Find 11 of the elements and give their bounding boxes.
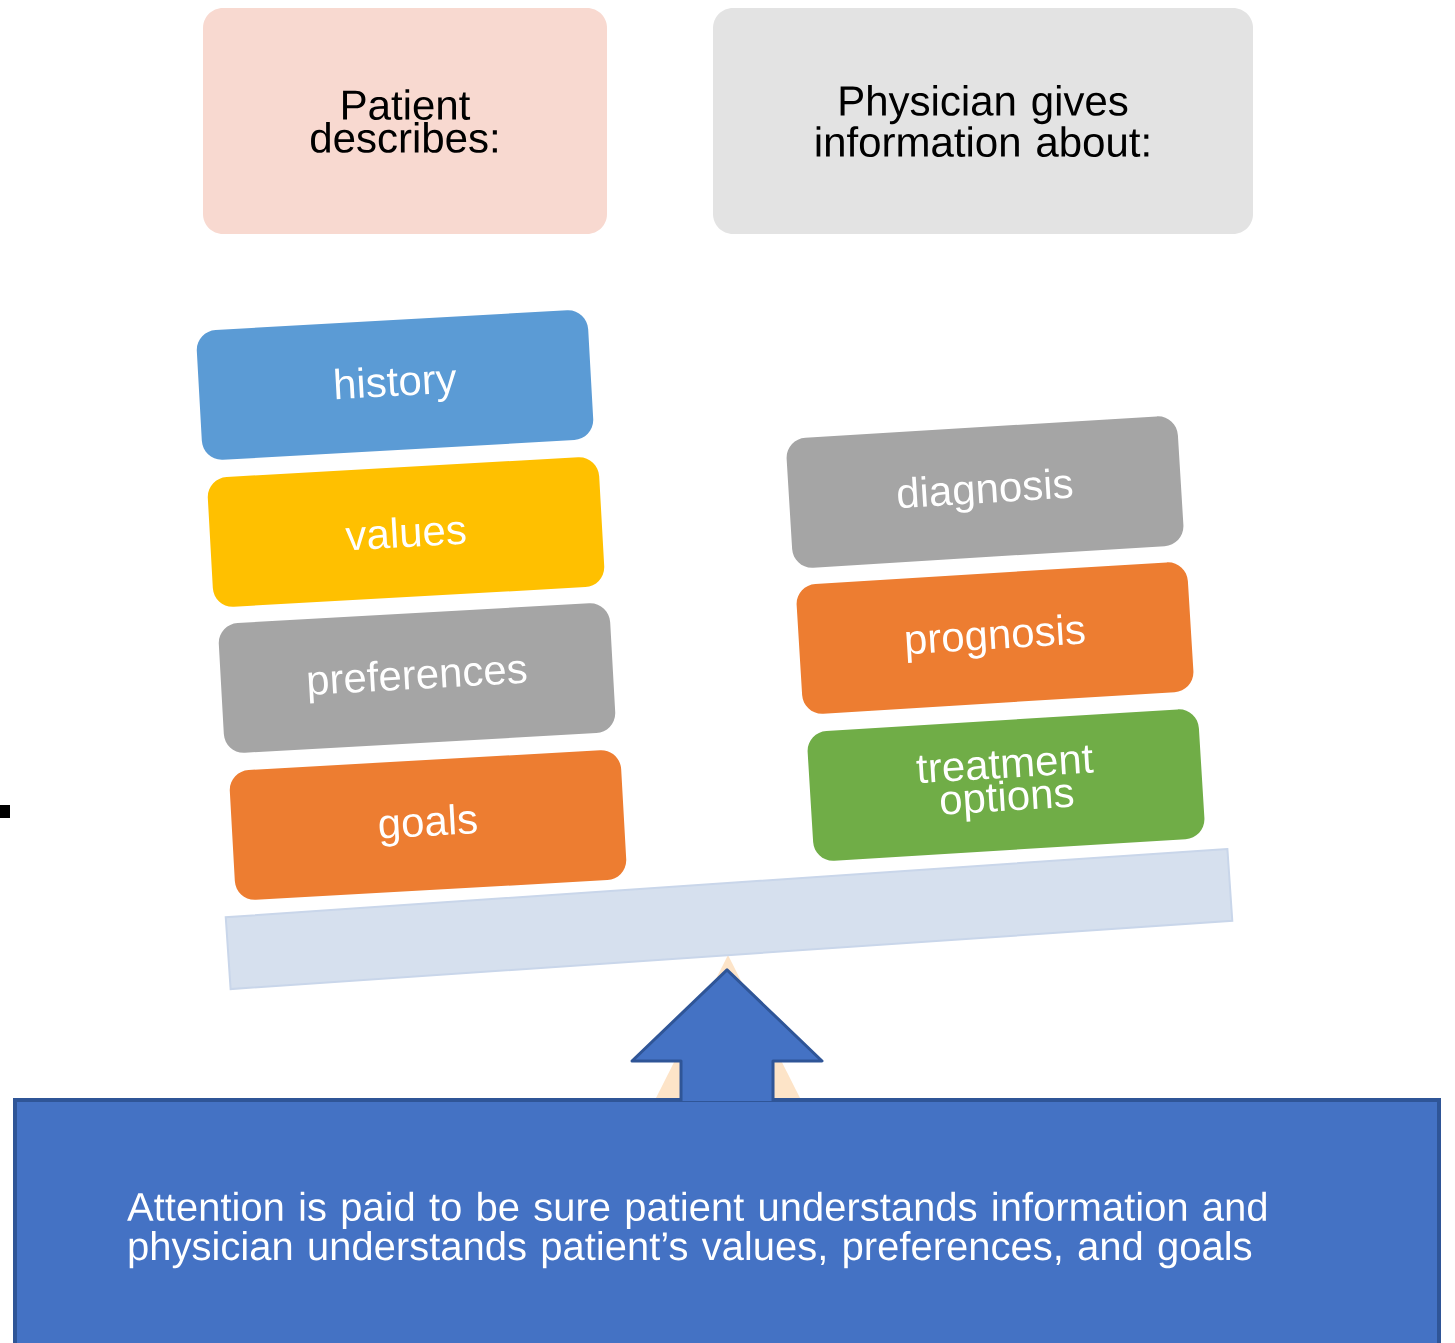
category-block: diagnosis xyxy=(786,416,1184,568)
heading-box: Patient describes: xyxy=(203,8,607,234)
category-block: preferences xyxy=(218,603,616,753)
heading-box: Physician gives information about: xyxy=(713,8,1253,234)
category-block: values xyxy=(207,457,605,607)
category-block: prognosis xyxy=(796,562,1194,714)
block-arrow xyxy=(630,968,824,1103)
text-banner: Attention is paid to be sure patient understands information and physician understands patient’s values, preferences, and goals xyxy=(13,1098,1441,1343)
category-block: treatment options xyxy=(807,709,1205,861)
category-block: goals xyxy=(229,750,627,900)
category-block: history xyxy=(196,310,594,460)
